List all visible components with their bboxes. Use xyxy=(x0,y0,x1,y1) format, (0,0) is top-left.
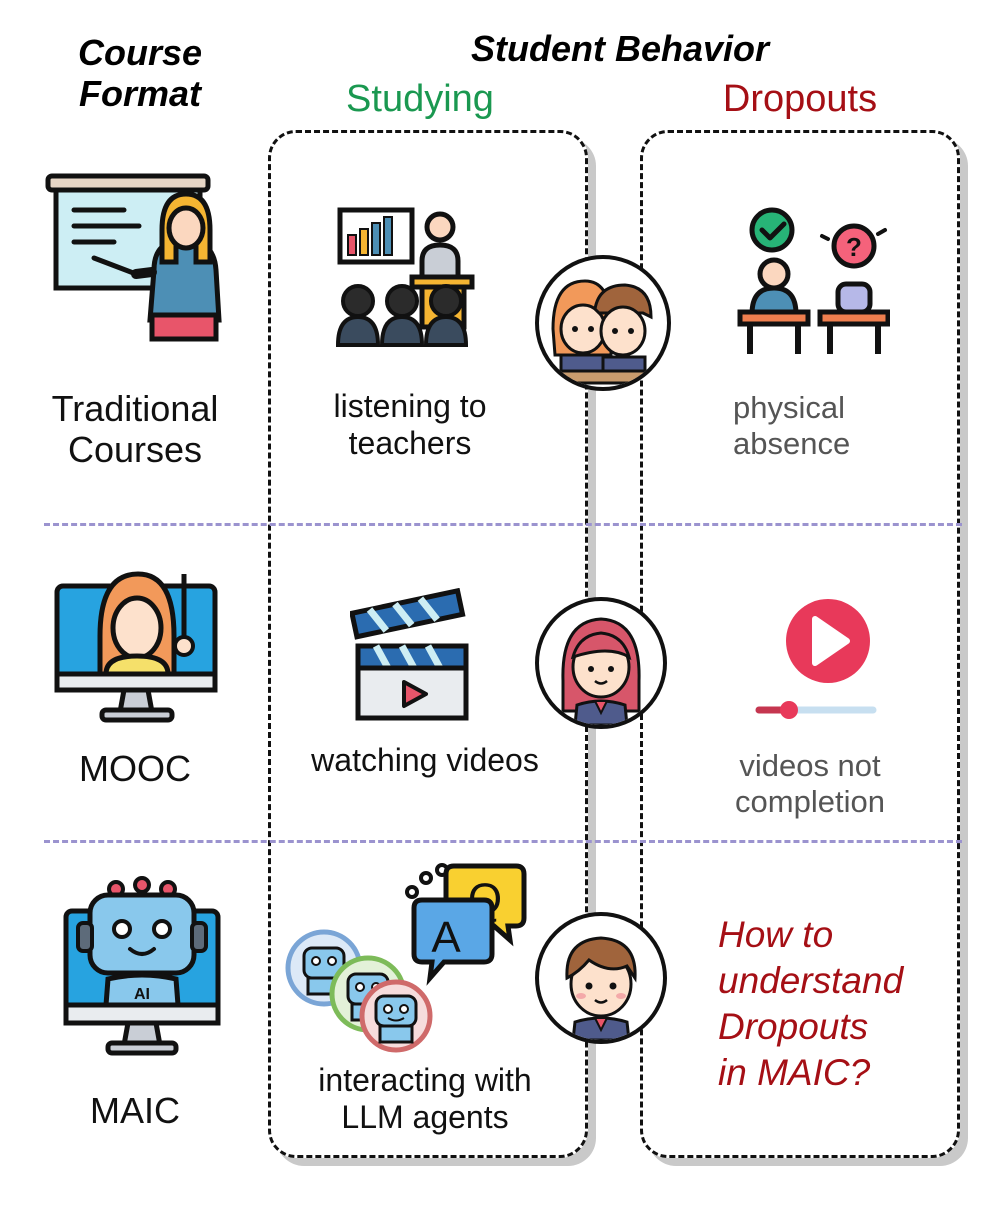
llm-agents-chat-icon: Q A xyxy=(284,856,534,1056)
student-behavior-header: Student Behavior xyxy=(470,28,770,69)
videos-not-completion-label: videos not completion xyxy=(700,748,920,819)
video-progress-icon xyxy=(755,597,880,722)
studying-header: Studying xyxy=(346,78,494,120)
course-format-header-line1: Course xyxy=(77,32,203,73)
listening-to-teachers-label: listening to teachers xyxy=(280,388,540,462)
robot-monitor-icon: AI xyxy=(60,875,225,1065)
maic-question-line1: How to xyxy=(718,914,834,955)
svg-text:AI: AI xyxy=(134,986,150,1003)
interacting-with-llm-agents-label: interacting with LLM agents xyxy=(280,1062,570,1136)
course-format-header: Course Format xyxy=(40,32,240,115)
course-format-header-line2: Format xyxy=(78,73,201,115)
physical-absence-line1: physical xyxy=(733,390,845,425)
listening-line2: teachers xyxy=(348,424,472,461)
traditional-courses-line1: Traditional xyxy=(51,388,219,429)
maic-question-line2: understand xyxy=(718,959,904,1001)
svg-text:?: ? xyxy=(846,232,862,262)
mooc-label: MOOC xyxy=(79,748,191,789)
videos-not-completion-line2: completion xyxy=(735,783,885,819)
online-teacher-monitor-icon xyxy=(52,566,222,726)
svg-text:A: A xyxy=(431,913,461,962)
row-separator-2 xyxy=(44,840,962,843)
maic-question-line4: in MAIC? xyxy=(718,1051,871,1093)
clapperboard-icon xyxy=(350,588,470,723)
maic-question-line3: Dropouts xyxy=(718,1005,869,1047)
classroom-lecture-icon xyxy=(330,205,480,350)
maic-dropout-question: How to understand Dropouts in MAIC? xyxy=(718,912,948,1096)
listening-line1: listening to xyxy=(333,388,487,424)
interacting-line1: interacting with xyxy=(318,1062,532,1098)
empty-desk-icon: ? xyxy=(730,206,890,361)
physical-absence-line2: absence xyxy=(733,425,851,461)
two-students-avatar-icon xyxy=(535,255,671,391)
girl-student-avatar-icon xyxy=(535,597,667,729)
traditional-courses-label: Traditional Courses xyxy=(30,388,240,471)
teacher-whiteboard-icon xyxy=(44,170,229,345)
boy-student-avatar-icon xyxy=(535,912,667,1044)
traditional-courses-line2: Courses xyxy=(67,429,203,471)
maic-label: MAIC xyxy=(90,1090,180,1131)
dropouts-header: Dropouts xyxy=(722,78,878,120)
videos-not-completion-line1: videos not xyxy=(739,748,881,783)
interacting-line2: LLM agents xyxy=(341,1098,509,1135)
row-separator-1 xyxy=(44,523,962,526)
watching-videos-label: watching videos xyxy=(311,742,539,778)
physical-absence-label: physical absence xyxy=(733,390,933,461)
